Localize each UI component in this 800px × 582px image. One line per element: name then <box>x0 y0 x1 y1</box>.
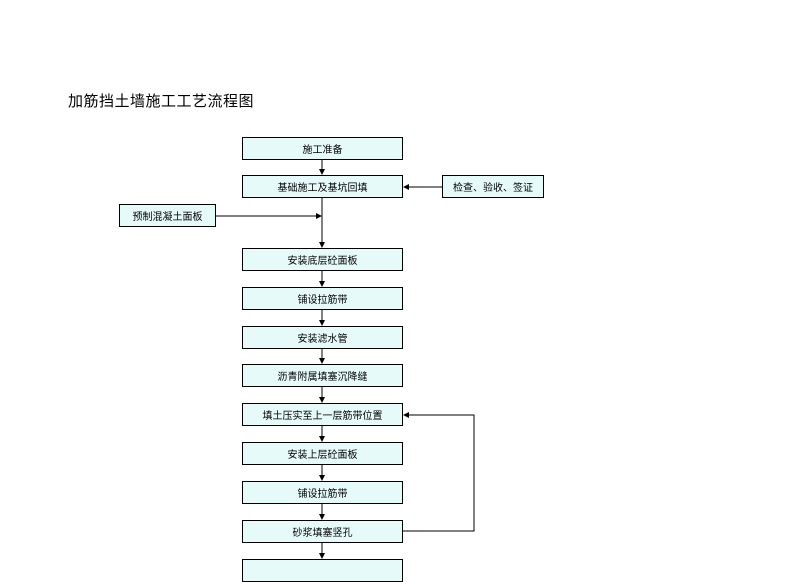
side-precast-panel: 预制混凝土面板 <box>119 204 216 227</box>
loop-back-arrow <box>403 412 475 532</box>
step-asphalt-joint: 沥青附属填塞沉降缝 <box>242 364 403 387</box>
step-lay-strips-1: 铺设拉筋带 <box>242 287 403 310</box>
step-lay-strips-2: 铺设拉筋带 <box>242 481 403 504</box>
diagram-title: 加筋挡土墙施工工艺流程图 <box>68 92 255 110</box>
step-preparation: 施工准备 <box>242 137 403 160</box>
connector-lines <box>216 160 475 559</box>
step-install-drain-pipe: 安装滤水管 <box>242 326 403 349</box>
side-inspection: 检查、验收、签证 <box>442 175 544 198</box>
step-install-bottom-panel: 安装底层砼面板 <box>242 248 403 271</box>
step-foundation: 基础施工及基坑回填 <box>242 175 403 198</box>
step-mortar-fill: 砂浆填塞竖孔 <box>242 520 403 543</box>
step-install-upper-panel: 安装上层砼面板 <box>242 442 403 465</box>
step-fill-compact: 填土压实至上一层筋带位置 <box>242 403 403 426</box>
